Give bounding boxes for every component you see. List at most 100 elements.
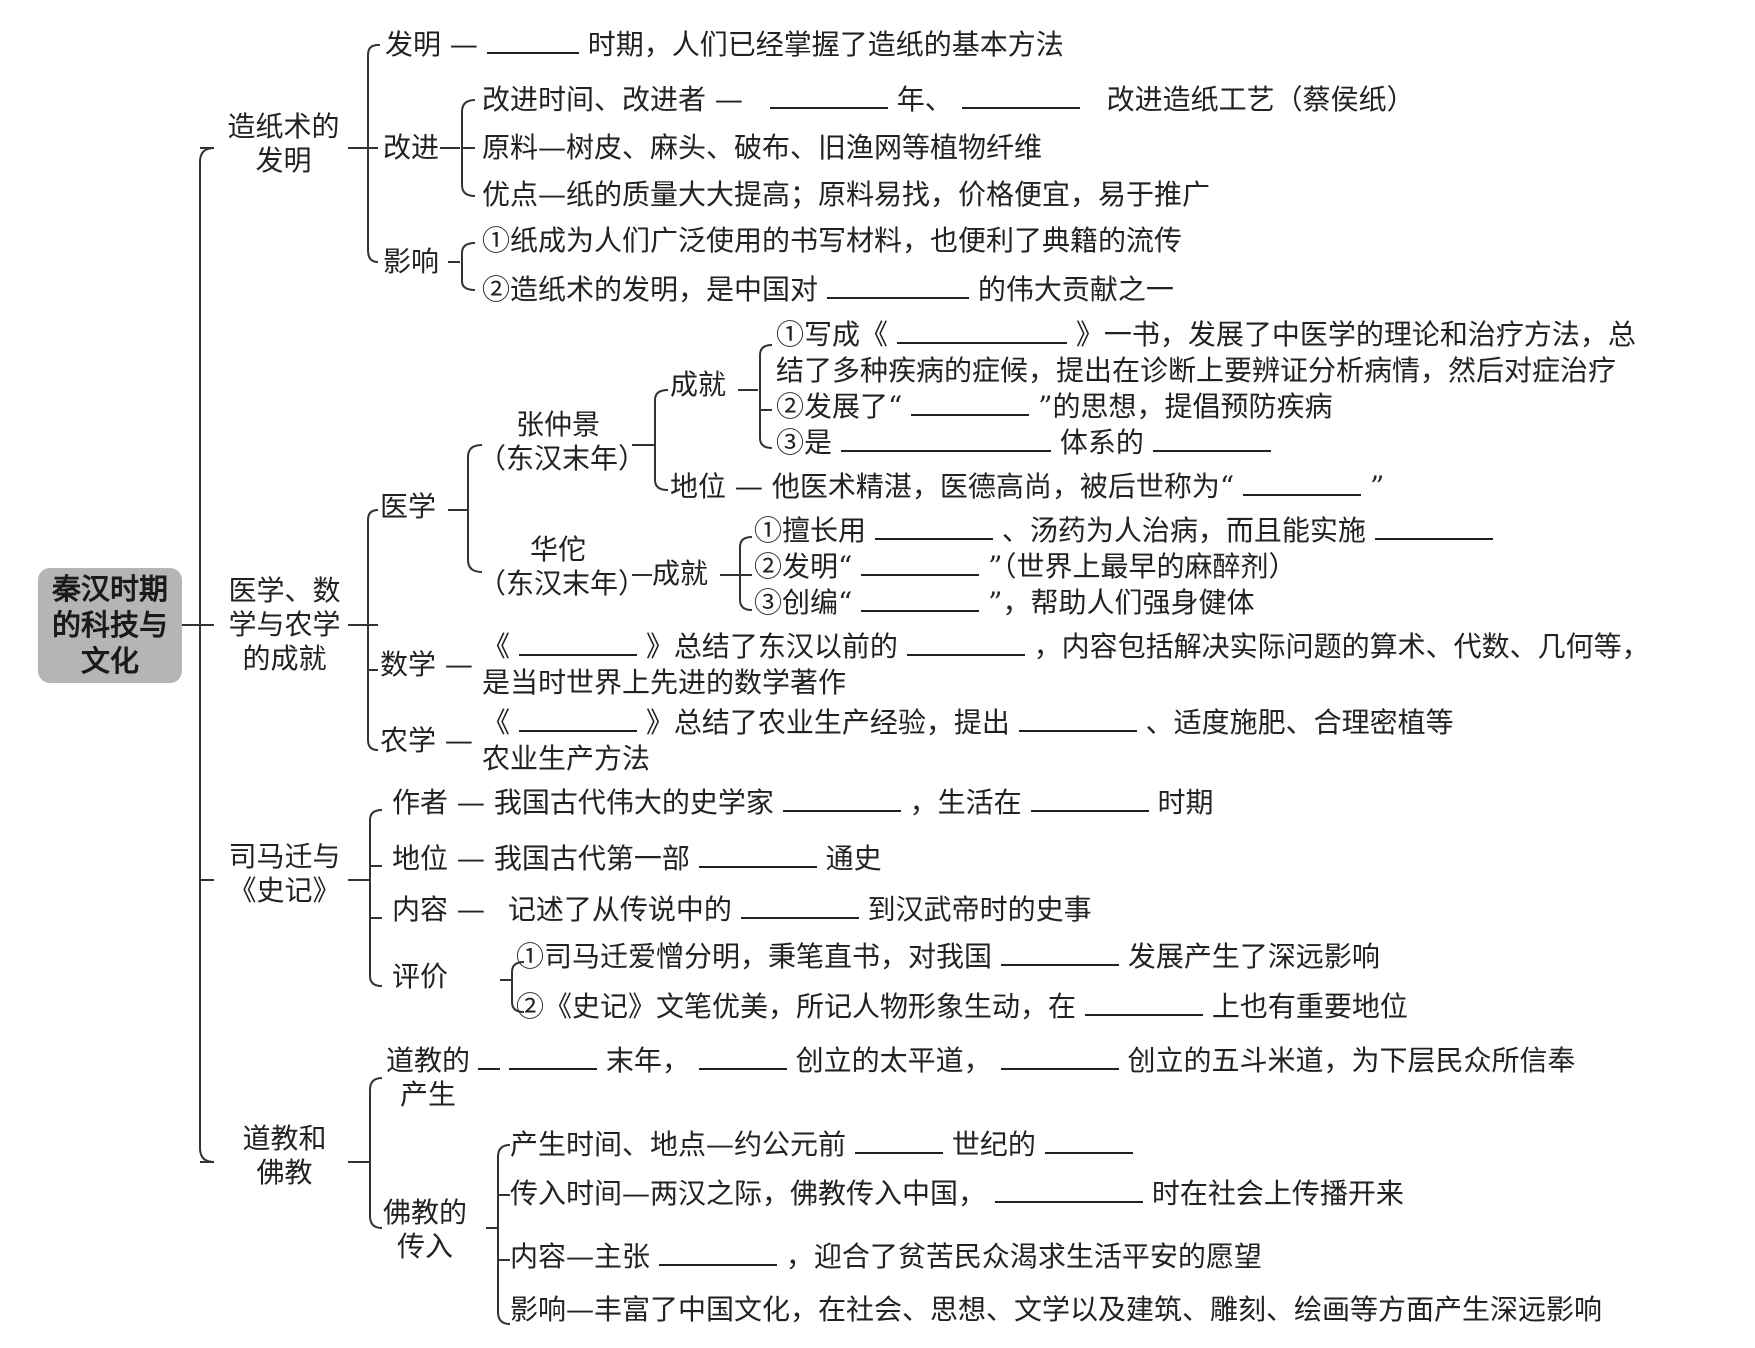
buddhism-spread-post: 时在社会上传播开来 xyxy=(1151,1177,1404,1210)
improvement-time-label: 改进时间、改进者 xyxy=(482,83,707,116)
buddhism-spread: 传入时间—两汉之际，佛教传入中国， 时在社会上传播开来 xyxy=(510,1177,1404,1211)
math-line1-c: ，内容包括解决实际问题的算术、代数、几何等， xyxy=(1033,630,1650,663)
influence-item-1: ①纸成为人们广泛使用的书写材料，也便利了典籍的流传 xyxy=(482,224,1183,257)
science-title-line1: 医学、数 xyxy=(228,574,341,607)
hua-achievement-2: ②发明“ ”（世界上最早的麻醉剂） xyxy=(754,550,1296,584)
blank xyxy=(994,1179,1143,1203)
blank xyxy=(782,788,901,812)
math-line1-a: 《 xyxy=(482,630,511,663)
blank xyxy=(906,632,1025,656)
math-label: 数学 xyxy=(380,648,437,681)
hua-node: 华佗 （东汉末年） xyxy=(478,533,647,601)
blank xyxy=(1374,516,1493,540)
blank xyxy=(518,632,637,656)
paper-title-line2: 发明 xyxy=(255,144,312,177)
paper-invention: 发明 — 时期，人们已经掌握了造纸的基本方法 xyxy=(385,28,1064,61)
improvement-material: 原料—树皮、麻头、破布、旧渔网等植物纤维 xyxy=(482,131,1043,164)
root-line-3: 文化 xyxy=(80,644,139,678)
evaluation-2-post: 上也有重要地位 xyxy=(1211,990,1408,1023)
zhang-a1-post: 》一书，发展了中医学的理论和治疗方法，总 xyxy=(1075,318,1636,351)
taoism-t1: 末年， xyxy=(605,1044,690,1077)
status-post: 通史 xyxy=(825,842,882,875)
zhang-a3-mid: 体系的 xyxy=(1059,426,1144,459)
blank xyxy=(740,895,859,919)
influence-item-2-b: 的伟大贡献之一 xyxy=(977,273,1174,306)
hua-b1-pre: ①擅长用 xyxy=(754,514,867,547)
evaluation-2: ②《史记》文笔优美，所记人物形象生动，在 上也有重要地位 xyxy=(516,990,1408,1024)
blank xyxy=(658,1242,777,1266)
buddhism-origin: 产生时间、地点—约公元前 世纪的 xyxy=(510,1128,1133,1162)
blank xyxy=(1044,1130,1133,1154)
hua-b2-pre: ②发明“ xyxy=(754,550,853,583)
agri-label-wrap: 农学 — xyxy=(380,724,473,757)
zhang-a2-post: ”的思想，提倡预防疾病 xyxy=(1038,390,1333,423)
buddhism-label-1: 佛教的 xyxy=(382,1196,467,1229)
buddhism-origin-mid: 世纪的 xyxy=(951,1128,1036,1161)
math-label-wrap: 数学 — xyxy=(380,648,473,681)
blank xyxy=(874,516,993,540)
hua-era: （东汉末年） xyxy=(478,567,647,600)
blank xyxy=(1018,708,1137,732)
history-content: 内容 — 记述了从传说中的 到汉武帝时的史事 xyxy=(392,893,1092,926)
science-title: 医学、数 学与农学 的成就 xyxy=(212,574,357,676)
taoism-t2: 创立的太平道， xyxy=(795,1044,992,1077)
influence-label: 影响 xyxy=(383,245,440,278)
blank xyxy=(1030,788,1149,812)
evaluation-2-pre: ②《史记》文笔优美，所记人物形象生动，在 xyxy=(516,990,1077,1023)
blank xyxy=(861,552,980,576)
content-label: 内容 xyxy=(392,893,449,926)
history-status: 地位 — 我国古代第一部 通史 xyxy=(392,842,882,875)
hua-b3-post: ”，帮助人们强身健体 xyxy=(988,586,1255,619)
buddhism-spread-pre: 传入时间—两汉之际，佛教传入中国， xyxy=(510,1177,987,1210)
zhang-status-pre: 他医术精湛，医德高尚，被后世称为“ xyxy=(771,470,1235,503)
math-line-2: 是当时世界上先进的数学著作 xyxy=(482,666,847,699)
evaluation-1-pre: ①司马迁爱憎分明，秉笔直书，对我国 xyxy=(516,940,993,973)
influence-item-2: ②造纸术的发明，是中国对 的伟大贡献之一 xyxy=(482,273,1174,307)
zhang-achievement-2: ②发展了“ ”的思想，提倡预防疾病 xyxy=(776,390,1332,424)
blank xyxy=(1000,1046,1119,1070)
history-title-line1: 司马迁与 xyxy=(228,840,341,873)
root-topic: 秦汉时期 的科技与 文化 xyxy=(38,568,182,683)
agri-line-1: 《 》总结了农业生产经验，提出 、适度施肥、合理密植等 xyxy=(482,706,1454,740)
blank xyxy=(1243,472,1362,496)
blank xyxy=(1152,428,1271,452)
zhang-achievement-3: ③是 体系的 xyxy=(776,426,1271,460)
invention-text: 时期，人们已经掌握了造纸的基本方法 xyxy=(587,28,1064,61)
zhang-a3-pre: ③是 xyxy=(776,426,833,459)
blank xyxy=(861,588,980,612)
author-label: 作者 xyxy=(392,786,449,819)
taoism-label: 道教的 产生 xyxy=(378,1044,478,1112)
invention-label: 发明 xyxy=(385,28,442,61)
blank xyxy=(698,844,817,868)
author-pre: 我国古代伟大的史学家 xyxy=(493,786,774,819)
hua-achievement-1: ①擅长用 、汤药为人治病，而且能实施 xyxy=(754,514,1493,548)
improvement-year: 年、 xyxy=(896,83,953,116)
buddhism-content: 内容—主张 ，迎合了贫苦民众渴求生活平安的愿望 xyxy=(510,1240,1262,1274)
blank xyxy=(518,708,637,732)
blank xyxy=(840,428,1051,452)
author-post: 时期 xyxy=(1157,786,1214,819)
hua-achievement-label: 成就 xyxy=(652,557,709,590)
improvement-advantage: 优点—纸的质量大大提高；原料易找，价格便宜，易于推广 xyxy=(482,178,1211,211)
blank xyxy=(508,1046,597,1070)
root-line-1: 秦汉时期 xyxy=(51,572,168,606)
zhang-status-post: ” xyxy=(1369,470,1385,503)
zhang-era: （东汉末年） xyxy=(478,442,647,475)
agri-line1-c: 、适度施肥、合理密植等 xyxy=(1145,706,1454,739)
paper-title-line1: 造纸术的 xyxy=(227,110,340,143)
root-line-2: 的科技与 xyxy=(51,608,168,642)
agriculture-label: 农学 xyxy=(380,724,437,757)
zhang-a1-line2: 结了多种疾病的症候，提出在诊断上要辨证分析病情，然后对症治疗 xyxy=(776,354,1617,387)
blank xyxy=(486,30,579,54)
blank xyxy=(826,275,969,299)
improvement-text: 改进造纸工艺（蔡侯纸） xyxy=(1106,83,1415,116)
religion-title-line2: 佛教 xyxy=(256,1156,313,1189)
hua-b1-mid: 、汤药为人治病，而且能实施 xyxy=(1001,514,1366,547)
blank xyxy=(961,85,1080,109)
hua-name: 华佗 xyxy=(529,533,586,566)
history-title-line2: 《史记》 xyxy=(228,874,341,907)
hua-achievement-3: ③创编“ ”，帮助人们强身健体 xyxy=(754,586,1254,620)
zhang-achievement-label: 成就 xyxy=(670,368,727,401)
zhang-node: 张仲景 （东汉末年） xyxy=(478,408,647,476)
